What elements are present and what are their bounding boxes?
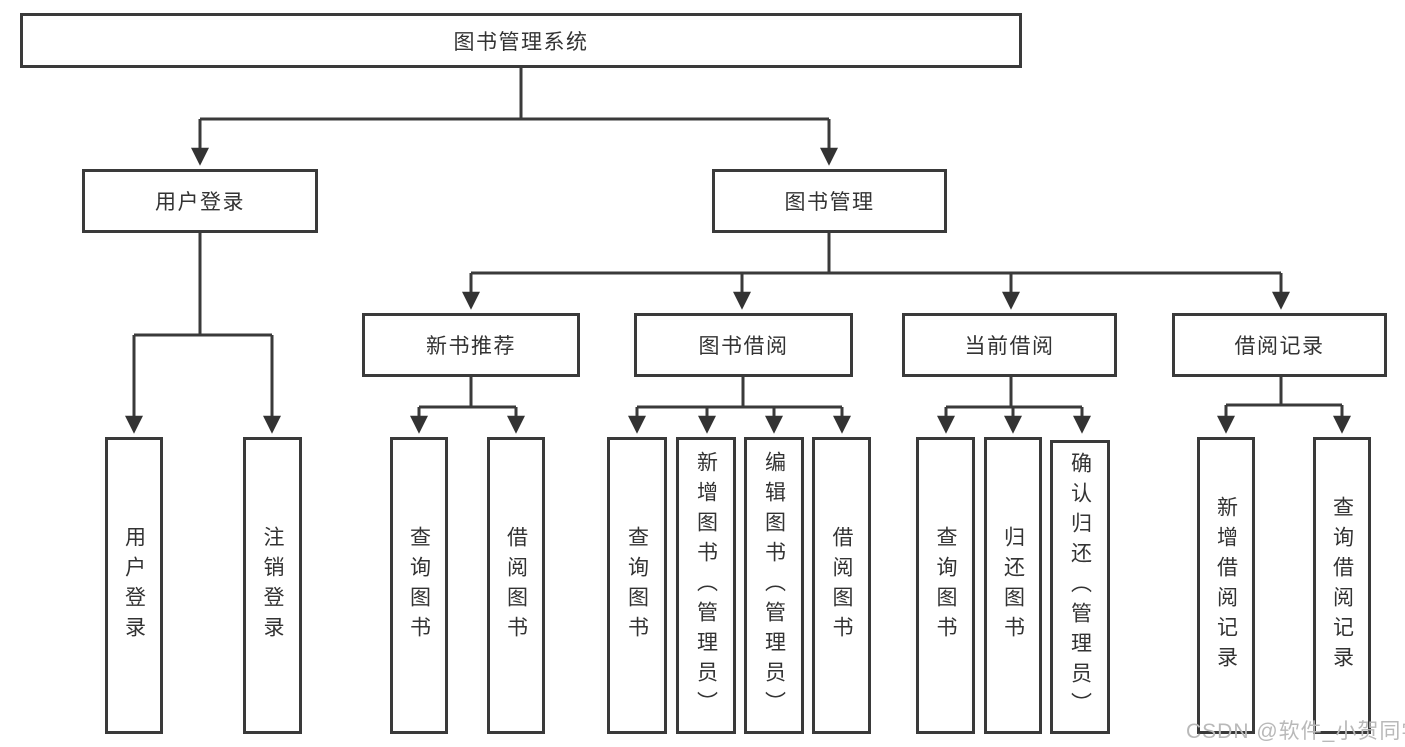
leaf-label: 编辑图书（管理员） (762, 450, 786, 721)
leaf-user-login: 用户登录 (105, 437, 163, 734)
leaf-return-books: 归还图书 (984, 437, 1042, 734)
leaf-label: 查询借阅记录 (1330, 495, 1354, 676)
leaf-query-books-3: 查询图书 (916, 437, 975, 734)
node-label: 图书管理 (784, 191, 875, 214)
leaf-query-books-1: 查询图书 (390, 437, 448, 734)
leaf-label: 确认归还（管理员） (1068, 452, 1092, 722)
node-label: 图书管理系统 (453, 30, 589, 54)
leaf-query-books-2: 查询图书 (607, 437, 667, 734)
node-label: 图书借阅 (698, 335, 789, 358)
node-book-management: 图书管理 (712, 169, 947, 233)
leaf-query-borrow-record: 查询借阅记录 (1313, 437, 1371, 734)
leaf-label: 用户登录 (122, 525, 146, 646)
node-label: 用户登录 (155, 191, 245, 214)
node-label: 借阅记录 (1234, 335, 1325, 358)
node-label: 新书推荐 (426, 335, 516, 358)
leaf-label: 借阅图书 (830, 525, 853, 646)
leaf-borrow-books-2: 借阅图书 (812, 437, 871, 734)
leaf-logout: 注销登录 (243, 437, 302, 734)
csdn-watermark: CSDN @软件_小贺同学 (1186, 720, 1405, 743)
leaf-add-book-admin: 新增图书（管理员） (676, 437, 736, 734)
node-current-borrowing: 当前借阅 (902, 313, 1117, 377)
leaf-label: 归还图书 (1001, 525, 1025, 646)
leaf-borrow-books-1: 借阅图书 (487, 437, 545, 734)
leaf-label: 查询图书 (407, 525, 431, 646)
leaf-label: 新增图书（管理员） (694, 450, 718, 721)
leaf-add-borrow-record: 新增借阅记录 (1197, 437, 1255, 734)
leaf-label: 注销登录 (261, 525, 284, 646)
leaf-label: 新增借阅记录 (1214, 495, 1238, 676)
leaf-label: 查询图书 (934, 525, 957, 646)
leaf-label: 借阅图书 (504, 525, 528, 646)
node-new-book-recommend: 新书推荐 (362, 313, 580, 377)
node-book-borrowing: 图书借阅 (634, 313, 853, 377)
leaf-edit-book-admin: 编辑图书（管理员） (744, 437, 804, 734)
node-book-management-system: 图书管理系统 (20, 13, 1022, 68)
node-label: 当前借阅 (964, 335, 1055, 358)
node-borrowing-records: 借阅记录 (1172, 313, 1387, 377)
leaf-confirm-return-admin: 确认归还（管理员） (1050, 440, 1110, 734)
node-user-login: 用户登录 (82, 169, 318, 233)
leaf-label: 查询图书 (625, 525, 649, 646)
